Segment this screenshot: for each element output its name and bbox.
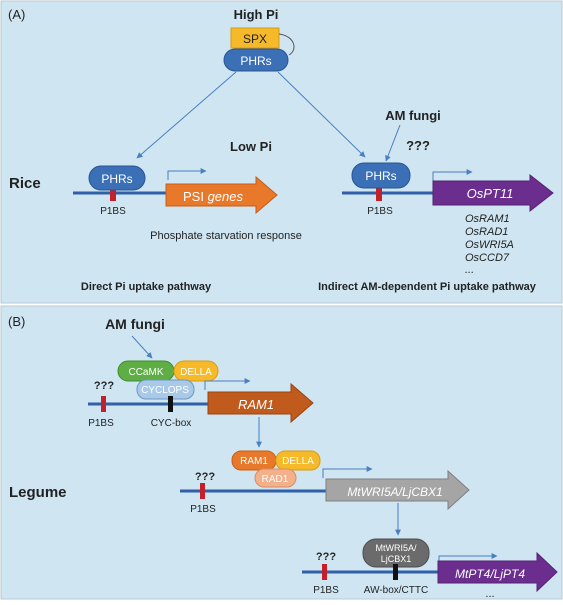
am-fungi-b-label: AM fungi xyxy=(105,316,165,332)
pt4-arrow xyxy=(437,551,558,593)
ram1-arrow xyxy=(207,382,314,424)
della-label-1: DELLA xyxy=(180,367,212,378)
cycbox-label: CYC-box xyxy=(151,418,192,429)
ram1-gene: ??? P1BS CYC-box RAM1 xyxy=(88,380,314,429)
ospt11-label: OsPT11 xyxy=(467,186,514,201)
gene-item: OsRAD1 xyxy=(465,226,508,238)
spx-phrs-complex: SPX PHRs xyxy=(223,27,295,72)
high-pi-title: High Pi xyxy=(234,7,279,22)
tss-arrow-wri5a xyxy=(322,466,373,478)
spx-label: SPX xyxy=(243,32,267,46)
ospt11-arrow xyxy=(432,173,554,213)
am-fungi-a-label: AM fungi xyxy=(385,108,441,123)
ellipsis-b: ... xyxy=(485,588,494,600)
phrs-left-box xyxy=(88,165,146,191)
indirect-pathway-label: Indirect AM-dependent Pi uptake pathway xyxy=(318,281,537,293)
wri5a-arrow xyxy=(325,469,470,511)
spx-tether xyxy=(278,33,295,56)
indirect-pathway-gene: PHRs P1BS OsPT11 xyxy=(342,162,554,217)
p1bs-right-label: P1BS xyxy=(367,206,393,217)
wri5a-protein: MtWRI5A/ LjCBX1 xyxy=(362,538,430,568)
phrs-right-label: PHRs xyxy=(365,169,396,183)
phrs-top-box xyxy=(223,48,289,72)
della-label-2: DELLA xyxy=(282,456,314,467)
ccamk-label: CCaMK xyxy=(128,367,163,378)
gene-item: OsRAM1 xyxy=(465,213,510,225)
p1bs-b1-label: P1BS xyxy=(88,418,114,429)
gene-item: OsWRI5A xyxy=(465,239,514,251)
wri5a-gene-label: MtWRI5A/LjCBX1 xyxy=(347,485,442,499)
rice-label: Rice xyxy=(9,175,41,192)
phrs-top-label: PHRs xyxy=(240,54,271,68)
p1bs-site-b2 xyxy=(200,483,205,499)
downstream-gene-list: OsRAM1 OsRAD1 OsWRI5A OsCCD7 ... xyxy=(465,213,514,276)
legume-label: Legume xyxy=(9,484,67,501)
direct-pathway-gene: PHRs P1BS PSI genes Phosphate starvation… xyxy=(73,165,302,242)
cyclops-box xyxy=(136,379,195,400)
panel-a-label: (A) xyxy=(8,7,25,22)
gene-item: OsCCD7 xyxy=(465,252,510,264)
unknown-factor-a: ??? xyxy=(406,138,430,153)
pt4-gene-label: MtPT4/LjPT4 xyxy=(455,567,525,581)
cyclops-label: CYCLOPS xyxy=(141,385,189,396)
unknown-factor-b2: ??? xyxy=(195,471,215,483)
ccamk-della-cyclops-complex: CCaMK DELLA CYCLOPS xyxy=(117,360,219,400)
psi-genes-arrow xyxy=(165,175,278,215)
wri5a-gene: ??? P1BS MtWRI5A/LjCBX1 xyxy=(180,469,470,515)
p1bs-site-right xyxy=(376,185,382,201)
ram1-gene-label: RAM1 xyxy=(238,397,274,412)
p1bs-b3-label: P1BS xyxy=(313,585,339,596)
wri5a-protein-label-2: LjCBX1 xyxy=(381,554,412,564)
pt4-gene: ??? P1BS AW-box/CTTC MtPT4/LjPT4 ... xyxy=(302,551,558,600)
tss-arrow-right xyxy=(432,169,473,181)
low-pi-title: Low Pi xyxy=(230,139,272,154)
p1bs-site-left xyxy=(110,185,116,201)
direct-pathway-label: Direct Pi uptake pathway xyxy=(81,281,212,293)
am-fungi-arrow-a xyxy=(385,124,401,162)
della-box-1 xyxy=(173,360,219,382)
unknown-factor-b3: ??? xyxy=(316,551,336,563)
awbox-label: AW-box/CTTC xyxy=(364,585,428,596)
gene-item: ... xyxy=(465,264,474,276)
psi-genes-label: PSI genes xyxy=(183,189,244,204)
p1bs-site-b1 xyxy=(101,396,106,412)
rad1-box xyxy=(254,468,297,488)
am-fungi-arrow-b xyxy=(131,335,153,359)
arrow-to-am-pathway xyxy=(277,71,366,158)
ram1-della-rad1-complex: RAM1 DELLA RAD1 xyxy=(231,450,321,488)
wri5a-protein-label-1: MtWRI5A/ xyxy=(375,543,417,553)
unknown-factor-b1: ??? xyxy=(94,380,114,392)
phrs-right-box xyxy=(351,162,411,189)
della-box-2 xyxy=(275,450,321,471)
awbox-site xyxy=(393,564,398,580)
p1bs-site-b3 xyxy=(322,564,327,580)
ram1-protein-label: RAM1 xyxy=(240,456,268,467)
p1bs-left-label: P1BS xyxy=(100,206,126,217)
phrs-left-label: PHRs xyxy=(101,172,132,186)
psr-label: Phosphate starvation response xyxy=(150,230,302,242)
spx-box xyxy=(230,27,280,49)
tss-arrow-left xyxy=(167,168,207,180)
panel-b-label: (B) xyxy=(8,314,25,329)
p1bs-b2-label: P1BS xyxy=(190,504,216,515)
arrow-to-low-pi xyxy=(136,71,237,159)
tss-arrow-ram1 xyxy=(204,378,251,390)
rad1-label: RAD1 xyxy=(262,474,289,485)
cycbox-site xyxy=(168,396,173,412)
